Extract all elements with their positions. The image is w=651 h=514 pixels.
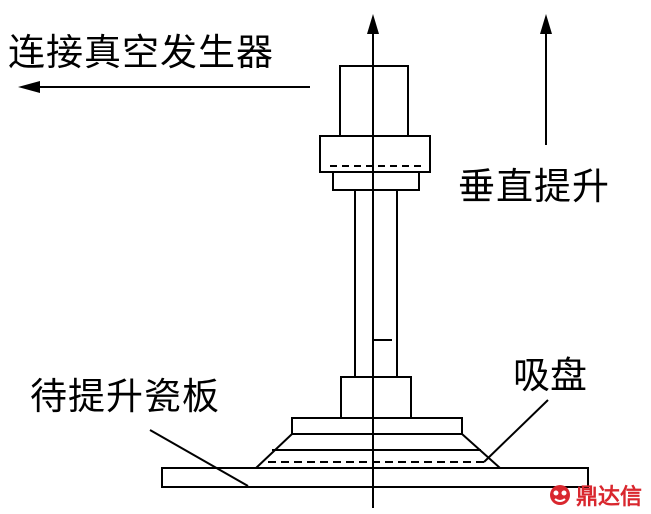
- watermark-text: 鼎达信: [576, 485, 643, 510]
- vacuum-generator-label: 连接真空发生器: [8, 31, 274, 74]
- washer: [332, 171, 420, 191]
- lower-mount-block: [340, 376, 412, 419]
- suction-cup-label: 吸盘: [513, 354, 587, 397]
- cup-upper-plate: [291, 417, 463, 435]
- suction-cup-leader-line: [483, 399, 549, 463]
- vacuum-arrowhead: [18, 81, 40, 93]
- plate-to-lift-label: 待提升瓷板: [30, 375, 220, 418]
- plate-leader-line: [149, 429, 249, 487]
- center-axis-arrowhead: [367, 14, 379, 34]
- watermark-logo-icon: [550, 485, 570, 505]
- vertical-lift-label: 垂直提升: [458, 165, 610, 208]
- ceramic-plate: [161, 467, 589, 488]
- vertical-lift-arrowhead: [540, 14, 552, 34]
- watermark: 鼎达信: [548, 481, 643, 510]
